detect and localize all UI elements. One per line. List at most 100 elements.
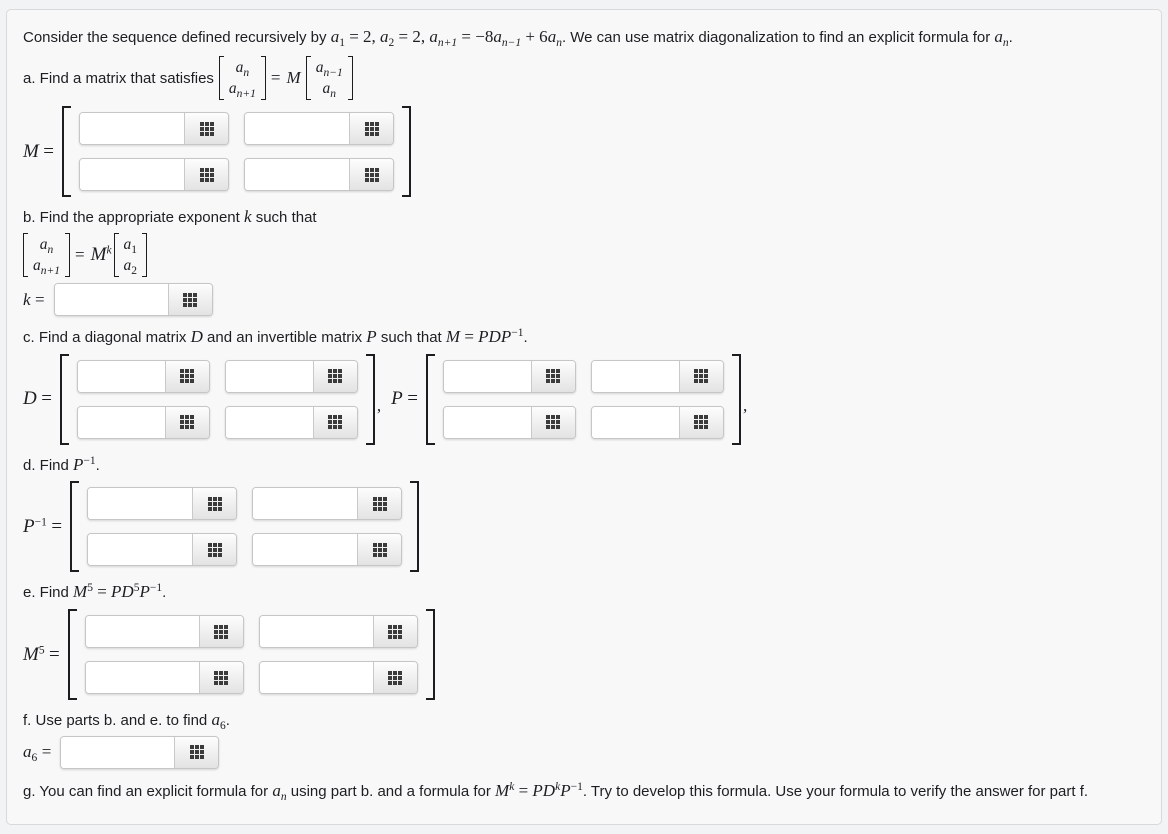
p-r2c2-mathpad-button[interactable] [678,406,723,438]
m-r2c2-mathpad-button[interactable] [349,159,393,191]
pinv-r1c2-input[interactable] [253,488,358,520]
a6-label: a6 = [23,742,52,765]
vector-anm1-an: an−1 an [305,56,353,101]
p-r1c1-mathpad-button[interactable] [530,360,575,392]
m5-r2c1-input[interactable] [85,662,199,694]
a6-mathpad-button[interactable] [174,736,219,768]
m-r2c1-mathpad-button[interactable] [184,159,228,191]
pinv-r1c2-mathpad-button[interactable] [357,488,402,520]
pinv-r1c1-input[interactable] [88,488,193,520]
matrix-m [71,106,402,197]
m5-r1c1-mathpad-button[interactable] [198,616,243,648]
m-r1c2-input[interactable] [245,113,349,145]
mathpad-grid-icon [546,415,560,429]
m5-r2c2-mathpad-button[interactable] [372,662,417,694]
k-label: k = [23,289,45,309]
mathpad-grid-icon [364,167,379,182]
mathpad-grid-icon [388,670,402,685]
m5-r1c1-input[interactable] [85,616,199,648]
m-r1c2-field [244,112,394,146]
mathpad-grid-icon [328,369,342,383]
right-bracket [347,56,353,101]
d-r1c2-mathpad-button[interactable] [312,360,357,392]
separator-comma: , [376,396,382,416]
k-mathpad-button[interactable] [167,284,212,316]
p-r1c1-field [442,359,576,393]
d-r1c1-mathpad-button[interactable] [164,360,209,392]
d-r2c1-field [76,405,210,439]
matrix-left-bracket [70,481,80,573]
matrix-d-label: D = [23,388,52,410]
k-input[interactable] [54,284,168,316]
p-r1c2-input[interactable] [591,360,679,392]
mathpad-grid-icon [199,121,214,136]
p-r1c2-mathpad-button[interactable] [678,360,723,392]
matrix-left-bracket [67,609,77,701]
left-bracket [113,233,119,278]
pinv-r1c1-field [87,487,238,521]
matrix-right-bracket [425,609,435,701]
left-bracket [23,233,28,278]
matrix-left-bracket [59,353,69,445]
part-a-label: a. Find a matrix that satisfies [23,69,214,87]
m5-r2c2-input[interactable] [259,662,373,694]
mathpad-grid-icon [189,745,204,759]
d-r2c1-input[interactable] [77,406,165,438]
pinv-r2c2-input[interactable] [253,534,358,566]
d-r2c1-mathpad-button[interactable] [164,406,209,438]
m-r1c1-field [79,112,229,146]
p-r1c1-input[interactable] [443,360,531,392]
matrix-right-bracket [365,353,375,445]
d-r2c2-input[interactable] [225,406,313,438]
a6-field [60,735,220,769]
m5-r2c2-field [258,661,418,695]
pinv-r2c1-input[interactable] [88,534,193,566]
matrix-d-p-block: D = , P = , [23,353,1145,445]
matrix-right-bracket [410,481,420,573]
d-r1c1-input[interactable] [77,360,165,392]
m5-r2c1-mathpad-button[interactable] [198,662,243,694]
m5-r1c2-input[interactable] [259,616,373,648]
trailing-comma: , [742,396,748,416]
m-r2c1-field [79,158,229,192]
pinv-r2c2-field [252,533,403,567]
p-r2c1-mathpad-button[interactable] [530,406,575,438]
p-r2c1-input[interactable] [443,406,531,438]
pinv-r1c2-field [252,487,403,521]
matrix-m-label: M = [23,140,54,162]
matrix-right-bracket [731,353,741,445]
m-r2c1-input[interactable] [80,159,184,191]
m5-r1c2-field [258,615,418,649]
m-r1c2-mathpad-button[interactable] [349,113,393,145]
part-b-label: b. Find the appropriate exponent k such … [23,207,317,227]
pinv-r2c1-field [87,533,238,567]
d-r2c2-mathpad-button[interactable] [312,406,357,438]
m-r2c2-input[interactable] [245,159,349,191]
question-panel: Consider the sequence defined recursivel… [6,9,1162,826]
m-r1c1-mathpad-button[interactable] [184,113,228,145]
matrix-left-bracket [425,353,435,445]
matrix-m5 [77,609,426,700]
m5-r1c2-mathpad-button[interactable] [372,616,417,648]
matrix-d [69,354,366,445]
matrix-m5-label: M5 = [23,643,60,665]
part-c-label: c. Find a diagonal matrix D and an inver… [23,327,528,347]
left-bracket [305,56,311,101]
p-r2c2-input[interactable] [591,406,679,438]
pinv-r2c1-mathpad-button[interactable] [192,534,237,566]
d-r1c2-input[interactable] [225,360,313,392]
matrix-left-bracket [62,106,71,198]
p-r2c1-field [442,405,576,439]
mathpad-grid-icon [388,624,402,639]
matrix-m5-block: M5 = [23,609,1145,701]
pinv-r1c1-mathpad-button[interactable] [192,488,237,520]
mathpad-grid-icon [328,415,342,429]
mathpad-grid-icon [546,369,560,383]
mathpad-grid-icon [372,496,387,511]
pinv-r2c2-mathpad-button[interactable] [357,534,402,566]
a6-input[interactable] [61,736,175,768]
matrix-right-bracket [402,106,411,198]
m-r1c1-input[interactable] [80,113,184,145]
m5-r2c1-field [84,661,244,695]
part-b-equation: an an+1 = Mk a1 a2 [23,233,1145,278]
